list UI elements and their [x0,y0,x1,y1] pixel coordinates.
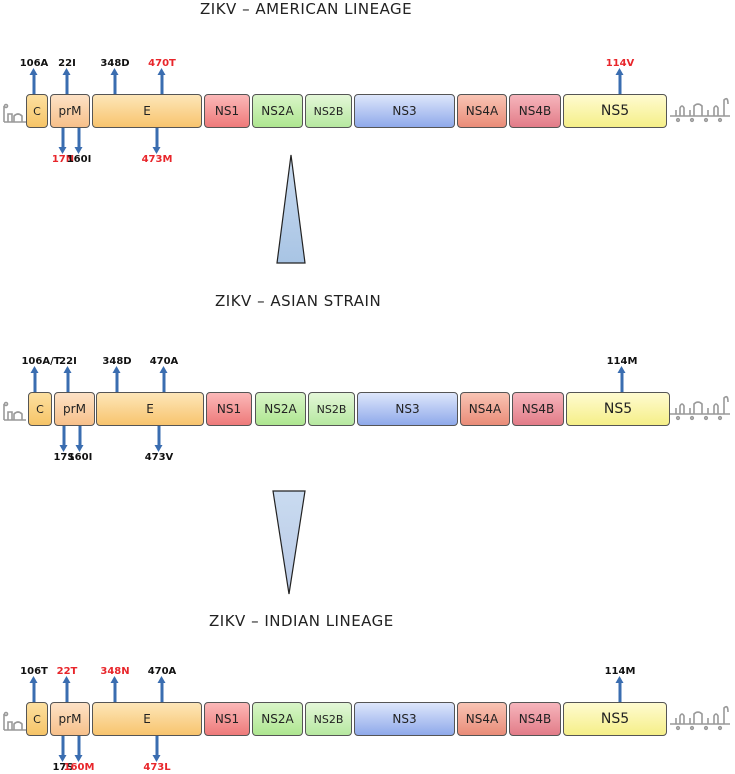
mutation-arrow [615,68,624,94]
segment-ns3: NS3 [354,94,455,128]
mutation-arrow [62,68,71,94]
segment-ns3: NS3 [354,702,455,736]
segment-ns2a: NS2A [252,94,303,128]
segment-ns5: NS5 [566,392,670,426]
segment-ns2b: NS2B [308,392,355,426]
five-prime-utr-icon [3,401,26,421]
three-prime-utr-icon [670,395,730,421]
panel-title: ZIKV – AMERICAN LINEAGE [200,0,413,18]
mutation-arrow [615,676,624,702]
segment-ns2a: NS2A [255,392,306,426]
segment-c: C [26,702,48,736]
mutation-label: 22I [59,356,77,367]
mutation-label: 114V [605,58,635,69]
segment-ns5: NS5 [563,702,667,736]
mutation-arrow [154,426,163,452]
mutation-label: 470A [149,356,179,367]
mutation-label: 348D [100,58,130,69]
mutation-label: 348D [102,356,132,367]
segment-ns2a: NS2A [252,702,303,736]
segment-e: E [92,94,202,128]
mutation-label: 106A/T [21,356,61,367]
mutation-label: 470T [148,58,176,69]
three-prime-utr-icon [670,97,730,123]
mutation-arrow [74,736,83,762]
mutation-arrow [58,128,67,154]
segment-ns4a: NS4A [457,702,507,736]
segment-ns1: NS1 [204,702,250,736]
mutation-label: 470A [147,666,177,677]
mutation-label: 473M [141,154,173,165]
segment-prm: prM [54,392,95,426]
mutation-arrow [58,736,67,762]
panel-title: ZIKV – INDIAN LINEAGE [209,612,394,630]
mutation-arrow [112,366,121,392]
mutation-label: 22T [56,666,78,677]
mutation-label: 160I [66,154,92,165]
mutation-label: 114M [604,666,636,677]
mutation-label: 106T [20,666,48,677]
segment-ns4b: NS4B [509,94,561,128]
segment-ns2b: NS2B [305,702,352,736]
five-prime-utr-icon [3,711,26,731]
segment-ns1: NS1 [204,94,250,128]
mutation-label: 106A [19,58,49,69]
mutation-arrow [29,676,38,702]
mutation-label: 114M [606,356,638,367]
segment-ns4a: NS4A [457,94,507,128]
mutation-label: 17S [53,452,75,463]
five-prime-utr-icon [3,103,26,123]
segment-ns4b: NS4B [512,392,564,426]
segment-ns2b: NS2B [305,94,352,128]
segment-c: C [26,94,48,128]
segment-ns3: NS3 [357,392,458,426]
mutation-arrow [110,676,119,702]
segment-e: E [96,392,204,426]
segment-prm: prM [50,702,90,736]
three-prime-utr-icon [670,705,730,731]
mutation-label: 160M [63,762,95,773]
mutation-arrow [29,68,38,94]
segment-ns4a: NS4A [460,392,510,426]
mutation-arrow [63,366,72,392]
segment-ns4b: NS4B [509,702,561,736]
mutation-label: 17S [52,762,74,773]
mutation-label: 22I [58,58,76,69]
mutation-arrow [59,426,68,452]
mutation-arrow [159,366,168,392]
mutation-label: 473V [144,452,174,463]
mutation-label: 348N [100,666,130,677]
segment-c: C [28,392,52,426]
mutation-arrow [152,736,161,762]
segment-ns1: NS1 [206,392,252,426]
mutation-arrow [62,676,71,702]
segment-prm: prM [50,94,90,128]
mutation-arrow [152,128,161,154]
mutation-label: 473L [143,762,171,773]
mutation-arrow [75,426,84,452]
segment-e: E [92,702,202,736]
segment-ns5: NS5 [563,94,667,128]
mutation-arrow [157,68,166,94]
up-triangle-icon [276,154,306,264]
mutation-arrow [74,128,83,154]
mutation-arrow [110,68,119,94]
mutation-arrow [30,366,39,392]
mutation-label: 17N [51,154,75,165]
mutation-arrow [617,366,626,392]
panel-title: ZIKV – ASIAN STRAIN [215,292,382,310]
mutation-label: 160I [67,452,93,463]
mutation-arrow [157,676,166,702]
down-triangle-icon [272,490,306,595]
